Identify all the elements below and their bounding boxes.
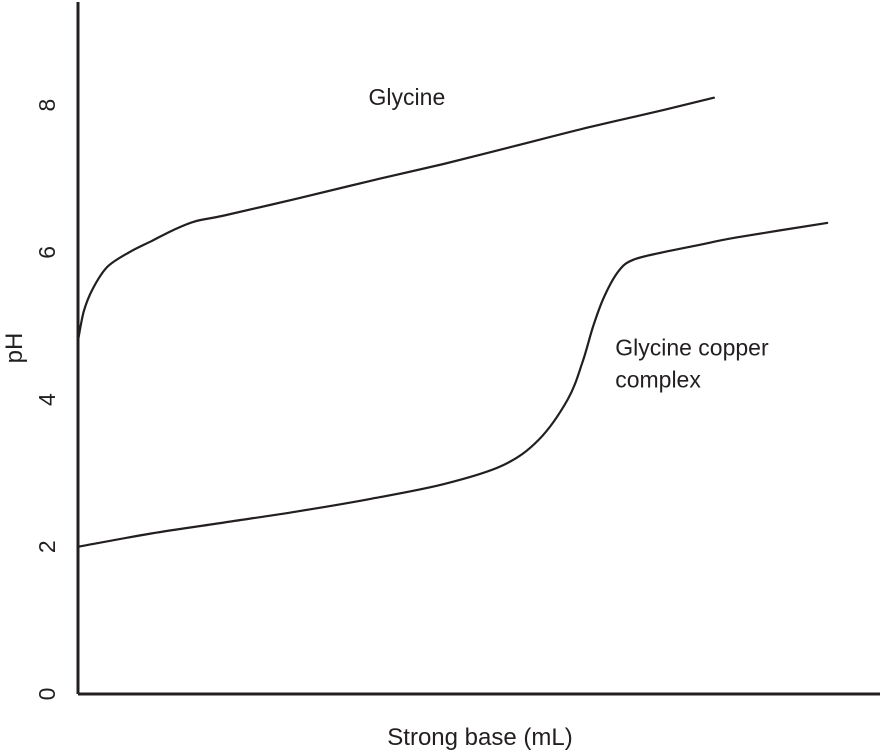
- x-axis-label: Strong base (mL): [387, 724, 572, 751]
- glycine-label: Glycine: [369, 84, 446, 110]
- y-tick-label: 2: [34, 540, 60, 553]
- glycine-copper-complex-curve: [76, 221, 829, 548]
- glycine-copper-complex-label: Glycine copper complex: [615, 334, 775, 392]
- glycine-copper-complex-label-line-2: complex: [615, 366, 701, 392]
- y-tick-label: 8: [34, 99, 60, 112]
- y-tick-label: 6: [34, 246, 60, 259]
- y-tick-label: 0: [34, 688, 60, 701]
- glycine-curve: [76, 96, 715, 342]
- y-axis-label: pH: [1, 333, 28, 364]
- glycine-copper-complex-label-line-1: Glycine copper: [615, 334, 769, 360]
- y-axis-ticks: 0 2 4 6 8: [34, 99, 60, 701]
- y-tick-label: 4: [34, 393, 60, 406]
- plot-area: [76, 96, 829, 548]
